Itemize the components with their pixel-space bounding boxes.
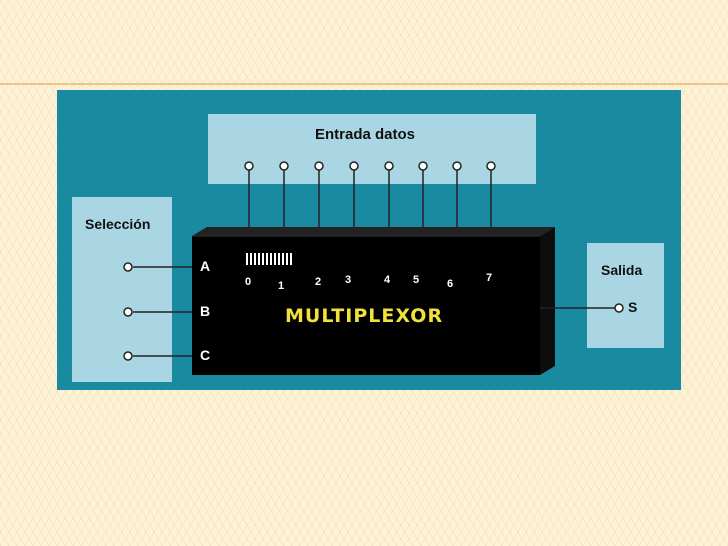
select-pin-terminal	[123, 307, 133, 317]
data-input-pins	[244, 161, 496, 236]
chip-marking	[246, 253, 292, 265]
select-input-label: A	[200, 258, 211, 274]
data-input-label: 1	[278, 280, 285, 292]
select-pin-terminal	[123, 262, 133, 272]
multiplexer-diagram: Entrada datos Selección Salida MULTIPLEX…	[57, 90, 681, 390]
data-pin-terminal	[349, 161, 359, 171]
select-input-label: C	[200, 347, 211, 363]
data-input-label: 4	[384, 274, 391, 286]
data-input-label: 5	[413, 274, 420, 286]
output-label: S	[628, 299, 638, 315]
select-input-label: B	[200, 303, 211, 319]
output-title: Salida	[601, 262, 643, 278]
output-box	[587, 243, 664, 348]
data-input-title: Entrada datos	[315, 126, 416, 143]
data-pin-terminal	[486, 161, 496, 171]
data-input-label: 3	[345, 274, 352, 286]
data-pin-terminal	[452, 161, 462, 171]
output-pin	[540, 303, 624, 313]
select-pin-terminal	[123, 351, 133, 361]
data-pin-terminal	[279, 161, 289, 171]
data-pin-terminal	[384, 161, 394, 171]
chip-title: MULTIPLEXOR	[285, 305, 444, 327]
chip-side-face	[540, 227, 555, 375]
select-input-title: Selección	[85, 216, 151, 232]
data-input-box	[208, 114, 536, 184]
title-divider	[0, 83, 728, 85]
data-input-label: 6	[447, 278, 454, 290]
chip-top-face	[192, 227, 555, 236]
select-input-pins	[123, 262, 192, 361]
select-input-box	[72, 197, 172, 382]
output-pin-terminal	[614, 303, 624, 313]
data-input-label: 7	[486, 272, 493, 284]
data-input-label: 2	[315, 276, 322, 288]
data-pin-terminal	[314, 161, 324, 171]
diagram-graphics	[72, 114, 664, 382]
data-input-label: 0	[245, 276, 252, 288]
data-pin-terminal	[244, 161, 254, 171]
data-pin-terminal	[418, 161, 428, 171]
